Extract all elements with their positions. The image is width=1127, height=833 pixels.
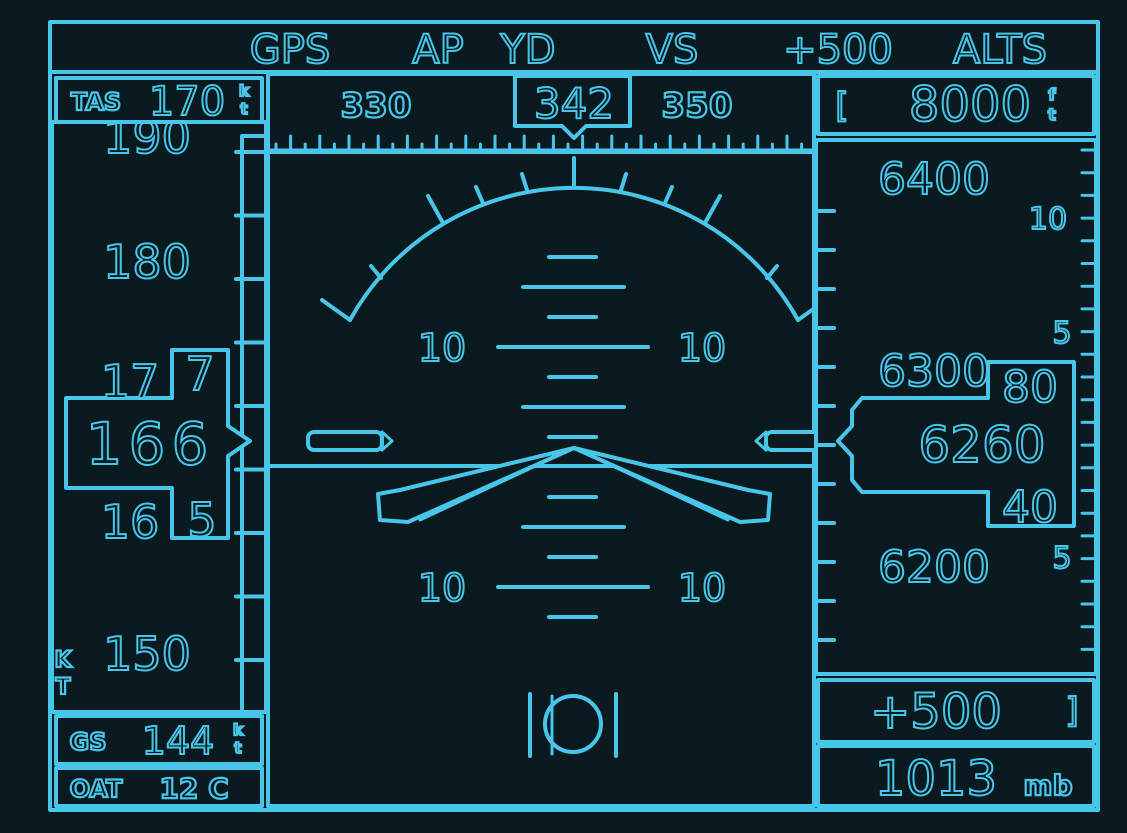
airspeed-ticks <box>234 150 266 662</box>
pitch-label-down-right: 10 <box>678 566 726 610</box>
oat-value: 12 C <box>159 772 228 805</box>
airspeed-tens-lower: 16 <box>101 495 160 549</box>
annunciator-autopilot: AP <box>412 27 463 73</box>
pitch-label-up-left: 10 <box>418 326 466 370</box>
airspeed-readout: 17 7 16 5 166 <box>64 346 252 550</box>
vs-scale-5-down: 5 <box>1052 541 1071 576</box>
tas-label: TAS <box>71 88 121 116</box>
pitch-label-down-left: 10 <box>418 566 466 610</box>
airspeed-unit-t: T <box>55 675 70 700</box>
selected-altitude-value: 8000 <box>909 77 1031 133</box>
groundspeed-label: GS <box>70 728 107 756</box>
altitude-label-6200: 6200 <box>878 542 990 593</box>
heading-label-330: 330 <box>341 86 412 126</box>
roll-scale <box>320 156 814 322</box>
vs-scale-5-up: 5 <box>1052 316 1071 351</box>
selected-altitude-bracket: [ <box>835 86 848 126</box>
altitude-ticks <box>816 209 836 642</box>
groundspeed-unit-k: k <box>233 721 244 739</box>
heading-ticks <box>268 134 814 152</box>
heading-label-350: 350 <box>662 86 733 126</box>
oat-box <box>54 766 264 808</box>
annunciator-vertical-mode: VS <box>646 27 699 73</box>
selected-vs-box <box>816 678 1096 744</box>
airspeed-unit-k: K <box>54 648 72 673</box>
selected-vs-bracket: ] <box>1065 691 1078 731</box>
selected-altitude-box <box>816 74 1096 136</box>
annunciator-altitude-mode: ALTS <box>953 27 1047 73</box>
oat-label: OAT <box>70 775 123 803</box>
annunciator-bar: GPS AP YD VS +500 ALTS <box>48 26 1100 74</box>
groundspeed-unit-t: t <box>234 739 241 757</box>
altitude-drum-lower: 40 <box>1002 482 1058 533</box>
groundspeed-value: 144 <box>142 719 215 763</box>
slip-indicator <box>528 692 618 758</box>
altitude-drum-upper: 80 <box>1002 362 1058 413</box>
airspeed-tens-upper: 17 <box>101 355 160 409</box>
pitch-label-up-right: 10 <box>678 326 726 370</box>
selected-vs-value: +500 <box>870 684 1002 740</box>
tas-value: 170 <box>149 79 225 125</box>
baro-setting-box <box>816 744 1096 808</box>
tas-box <box>54 76 264 124</box>
pitch-ladder: 10 10 10 10 <box>417 255 727 619</box>
groundspeed-box <box>54 714 264 766</box>
altitude-label-6400: 6400 <box>878 154 990 205</box>
baro-value: 1013 <box>875 751 997 807</box>
altitude-label-6300: 6300 <box>878 346 990 397</box>
annunciator-vs-target: +500 <box>783 27 893 73</box>
aircraft-reference-symbol <box>306 430 844 524</box>
heading-tape: 330 350 342 <box>266 72 816 154</box>
tas-unit-t: t <box>240 100 247 118</box>
annunciator-yaw-damper: YD <box>499 27 555 73</box>
heading-readout-box <box>513 74 632 140</box>
attitude-indicator: 10 10 10 10 <box>266 150 844 808</box>
selected-altitude-unit-t: t <box>1048 105 1056 124</box>
altitude-current: 6260 <box>918 416 1045 474</box>
airspeed-drum-lower: 5 <box>187 493 216 547</box>
airspeed-label-150: 150 <box>103 627 191 681</box>
airspeed-current: 166 <box>86 410 215 478</box>
heading-current: 342 <box>534 79 614 128</box>
annunciator-lateral-mode: GPS <box>250 27 331 73</box>
vs-scale-10: 10 <box>1029 202 1067 237</box>
altitude-readout: 80 6260 40 <box>836 360 1076 534</box>
airspeed-label-180: 180 <box>103 235 191 289</box>
baro-unit: mb <box>1023 769 1072 802</box>
selected-altitude-unit-f: f <box>1049 85 1057 104</box>
vertical-speed-ticks <box>1080 148 1096 651</box>
altitude-tape: 6400 6300 6200 10 5 5 80 6260 40 [ 8000 … <box>814 74 1098 808</box>
airspeed-tape: 190 180 150 K T 17 7 16 5 166 TAS 170 k … <box>50 76 268 808</box>
tas-unit-k: k <box>239 82 250 100</box>
airspeed-drum-upper: 7 <box>185 347 214 401</box>
